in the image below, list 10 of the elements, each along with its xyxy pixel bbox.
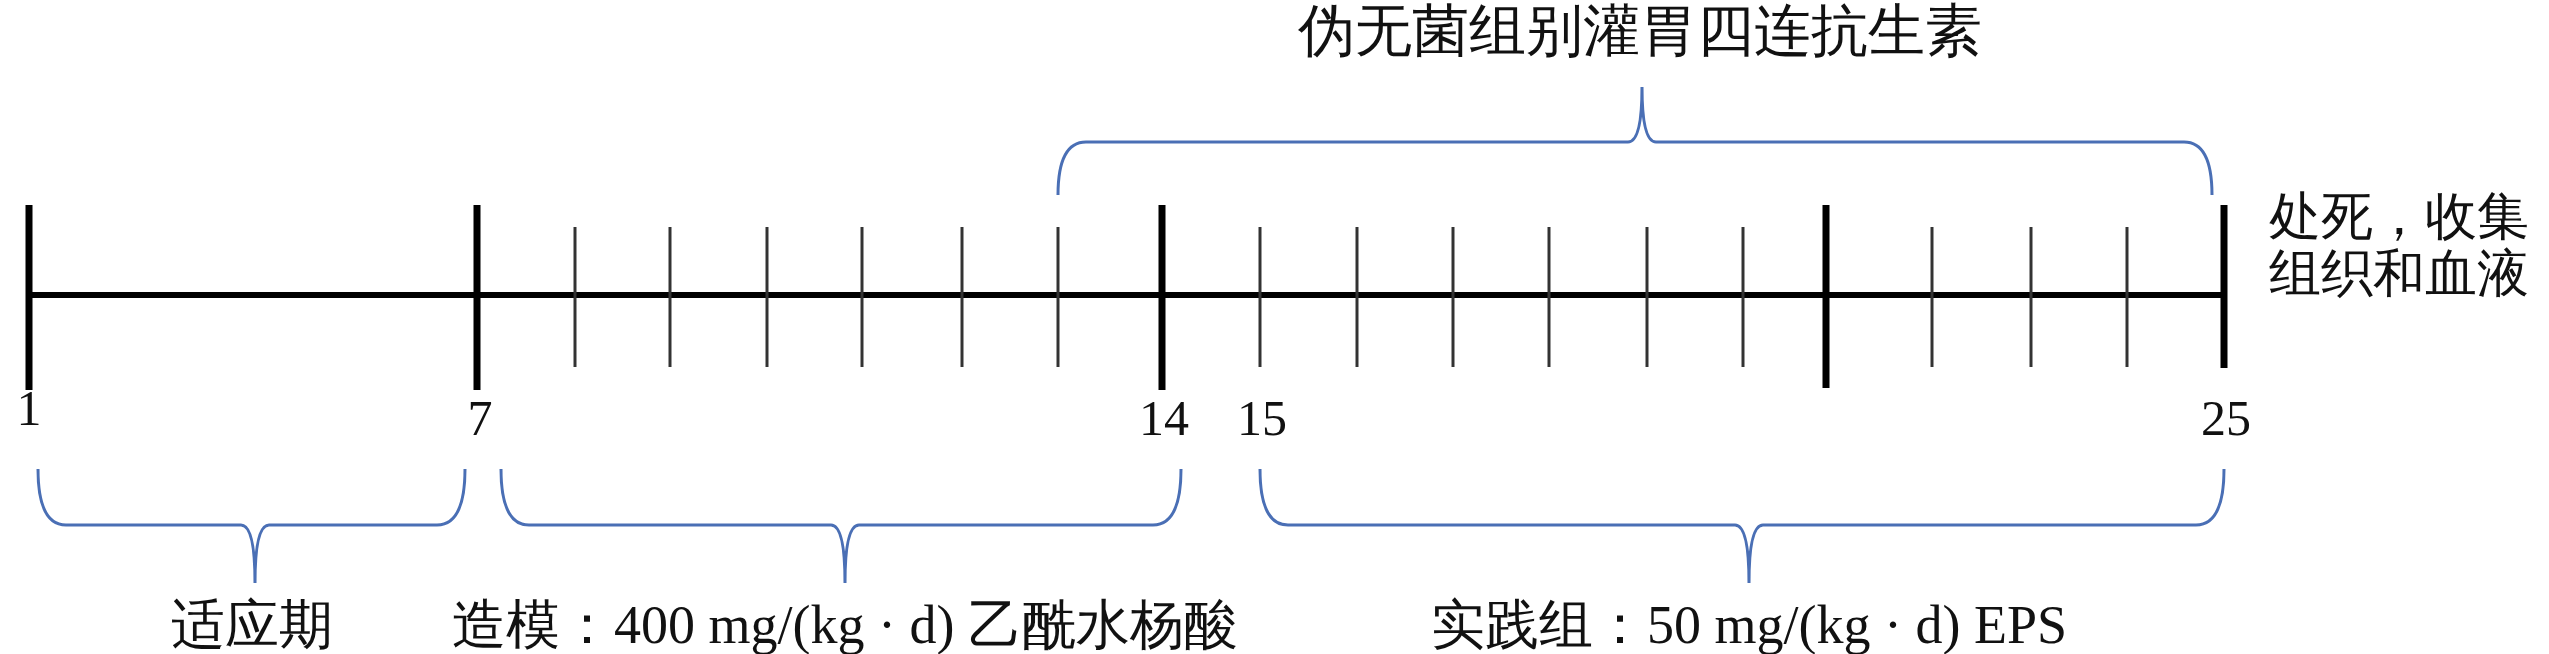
end-note: 处死，收集组织和血液 — [2269, 188, 2530, 303]
day-number: 1 — [16, 383, 42, 433]
day-number: 25 — [2201, 393, 2251, 443]
phase-label: 适应期 — [171, 598, 333, 652]
day-number: 14 — [1139, 393, 1189, 443]
brace-label: 伪无菌组别灌胃四连抗生素 — [1298, 1, 1982, 59]
phase-label: 造模：400 mg/(kg · d) 乙酰水杨酸 — [452, 598, 1238, 652]
day-number: 7 — [467, 393, 493, 443]
phase-label: 实践组：50 mg/(kg · d) EPS — [1431, 598, 2067, 652]
day-number: 15 — [1237, 393, 1287, 443]
